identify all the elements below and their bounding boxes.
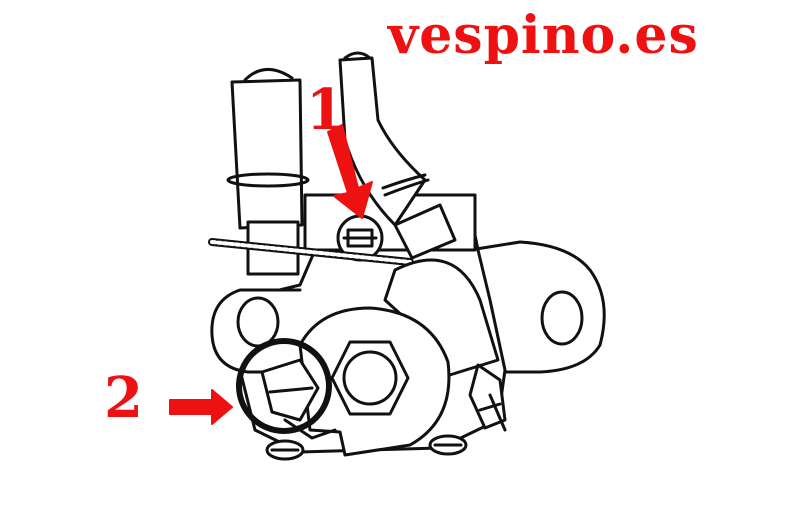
right-mounting-flange [468, 240, 606, 374]
left-mounting-flange [210, 288, 302, 374]
lever-pin [478, 393, 507, 432]
right-hose-end [343, 51, 372, 60]
brand-logo-text: vespino.es [388, 5, 699, 66]
central-nut-face [342, 350, 398, 406]
right-hose-fitting [393, 203, 457, 260]
arrow-1 [327, 124, 373, 219]
arrow-2 [169, 389, 233, 425]
left-hose-end [243, 68, 294, 82]
adjustment-screw-slot [342, 228, 378, 248]
left-hose [230, 78, 304, 230]
control-cable-core [210, 240, 412, 264]
callout-number-1: 1 [306, 77, 345, 143]
right-mounting-hole [540, 290, 584, 346]
right-hose-clamp [381, 173, 430, 197]
cable-lever-circle [236, 338, 332, 434]
cable-lever-detail [268, 386, 337, 440]
callout-number-2: 2 [104, 365, 143, 431]
left-hose-clamp [226, 172, 310, 188]
